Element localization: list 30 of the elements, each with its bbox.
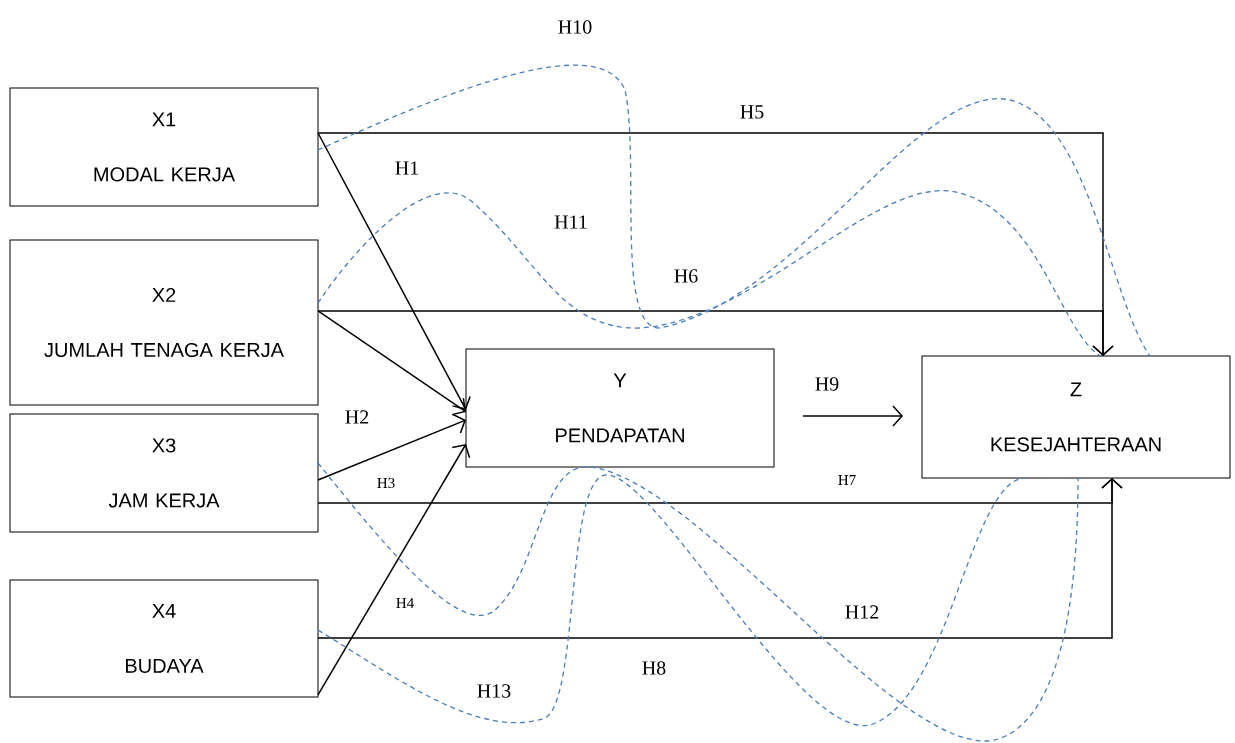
edge-label: H12 <box>843 603 881 621</box>
edge-label: H3 <box>375 476 397 490</box>
variable-box: X1 MODAL KERJA <box>9 87 319 207</box>
arrow <box>317 310 466 416</box>
edge-label: H6 <box>672 267 700 285</box>
edge-label: H13 <box>475 682 513 700</box>
edge-label: H9 <box>813 375 841 393</box>
curved-line <box>317 474 1026 726</box>
edge-label: H1 <box>393 159 421 177</box>
edge-label: H2 <box>343 408 371 426</box>
arrow <box>317 132 471 410</box>
edge-label: H4 <box>394 596 416 610</box>
edge-label: H7 <box>836 473 858 487</box>
variable-box: X2 JUMLAH TENAGA KERJA <box>9 239 319 406</box>
edge-label: H11 <box>552 213 590 231</box>
edge-label: H5 <box>738 103 766 121</box>
curved-line <box>317 64 1151 357</box>
variable-box: Z KESEJAHTERAAN <box>921 355 1231 479</box>
variable-box: X4 BUDAYA <box>9 579 319 698</box>
variable-box: Y PENDAPATAN <box>465 348 775 468</box>
curved-line <box>317 190 1101 357</box>
edge-label: H8 <box>640 659 668 677</box>
arrow <box>317 310 1114 356</box>
arrow <box>802 405 903 427</box>
arrow <box>317 413 466 481</box>
curved-line <box>317 462 1079 741</box>
edge-label: H10 <box>556 18 594 36</box>
arrow <box>317 478 1123 639</box>
variable-box: X3 JAM KERJA <box>9 413 319 533</box>
arrow <box>317 444 471 696</box>
